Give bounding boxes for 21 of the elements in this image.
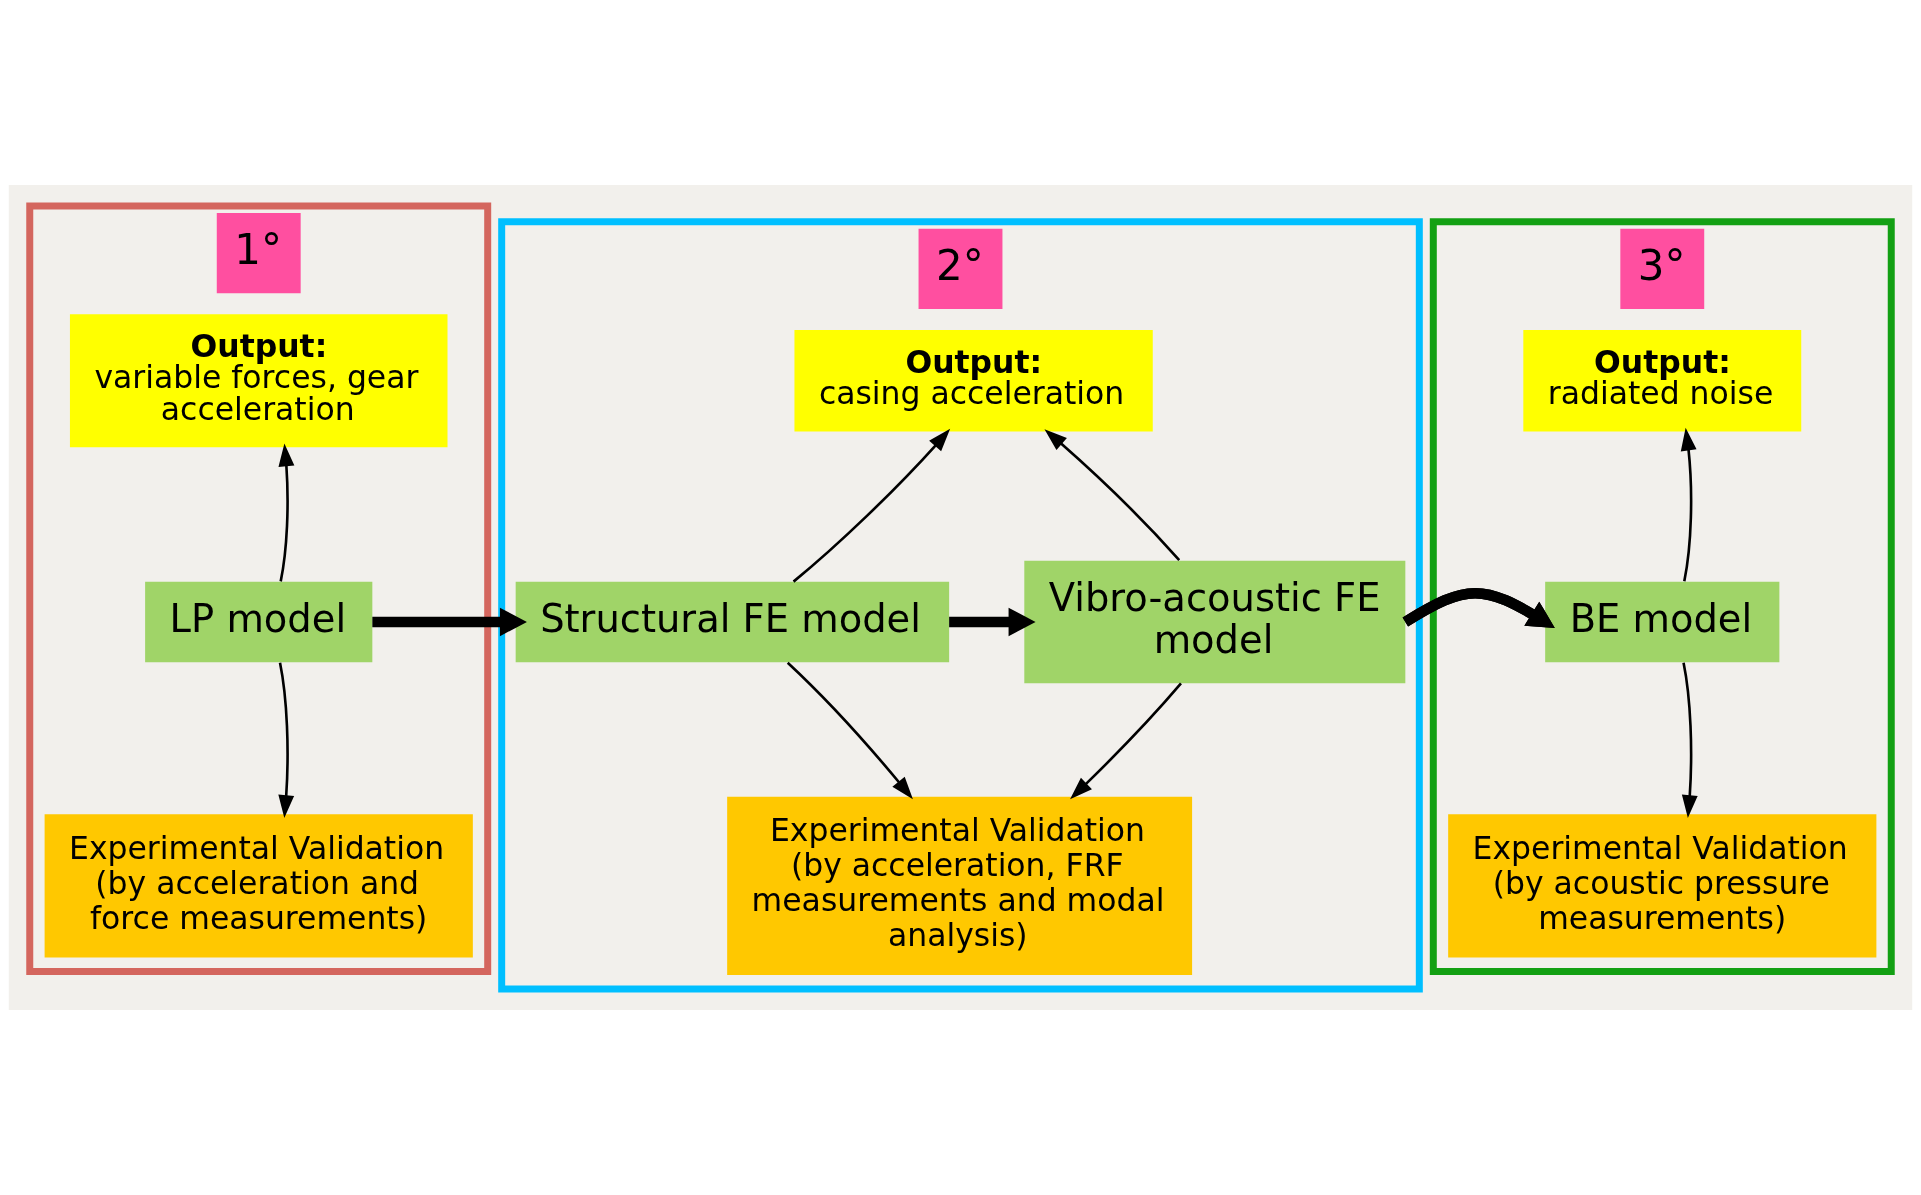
arrow (278, 443, 295, 582)
node-box: Experimental Validation (by acceleration, FRF measurements and modal analysis) (727, 796, 1193, 976)
arrow (1402, 588, 1555, 628)
arrow (1681, 662, 1698, 818)
node-box: BE model (1545, 581, 1780, 663)
node-box: Vibro-acoustic FE model (1024, 560, 1406, 684)
node-box: Experimental Validation (by acceleration and force measurements) (44, 814, 473, 958)
node-box: Output: casing acceleration (794, 330, 1153, 432)
node-box: Output: radiated noise (1523, 330, 1802, 432)
arrow (949, 607, 1036, 637)
arrow (786, 661, 913, 800)
arrow (1044, 429, 1181, 561)
node-box: Output: variable forces, gear acceleration (69, 314, 448, 448)
arrow (372, 607, 527, 637)
node-box: LP model (145, 581, 373, 663)
arrow (278, 662, 295, 818)
arrow (792, 428, 951, 583)
arrow (1680, 427, 1697, 582)
arrow (1070, 682, 1182, 800)
node-box: Experimental Validation (by acoustic pressure measurements) (1448, 814, 1877, 958)
node-box: Structural FE model (515, 581, 950, 663)
